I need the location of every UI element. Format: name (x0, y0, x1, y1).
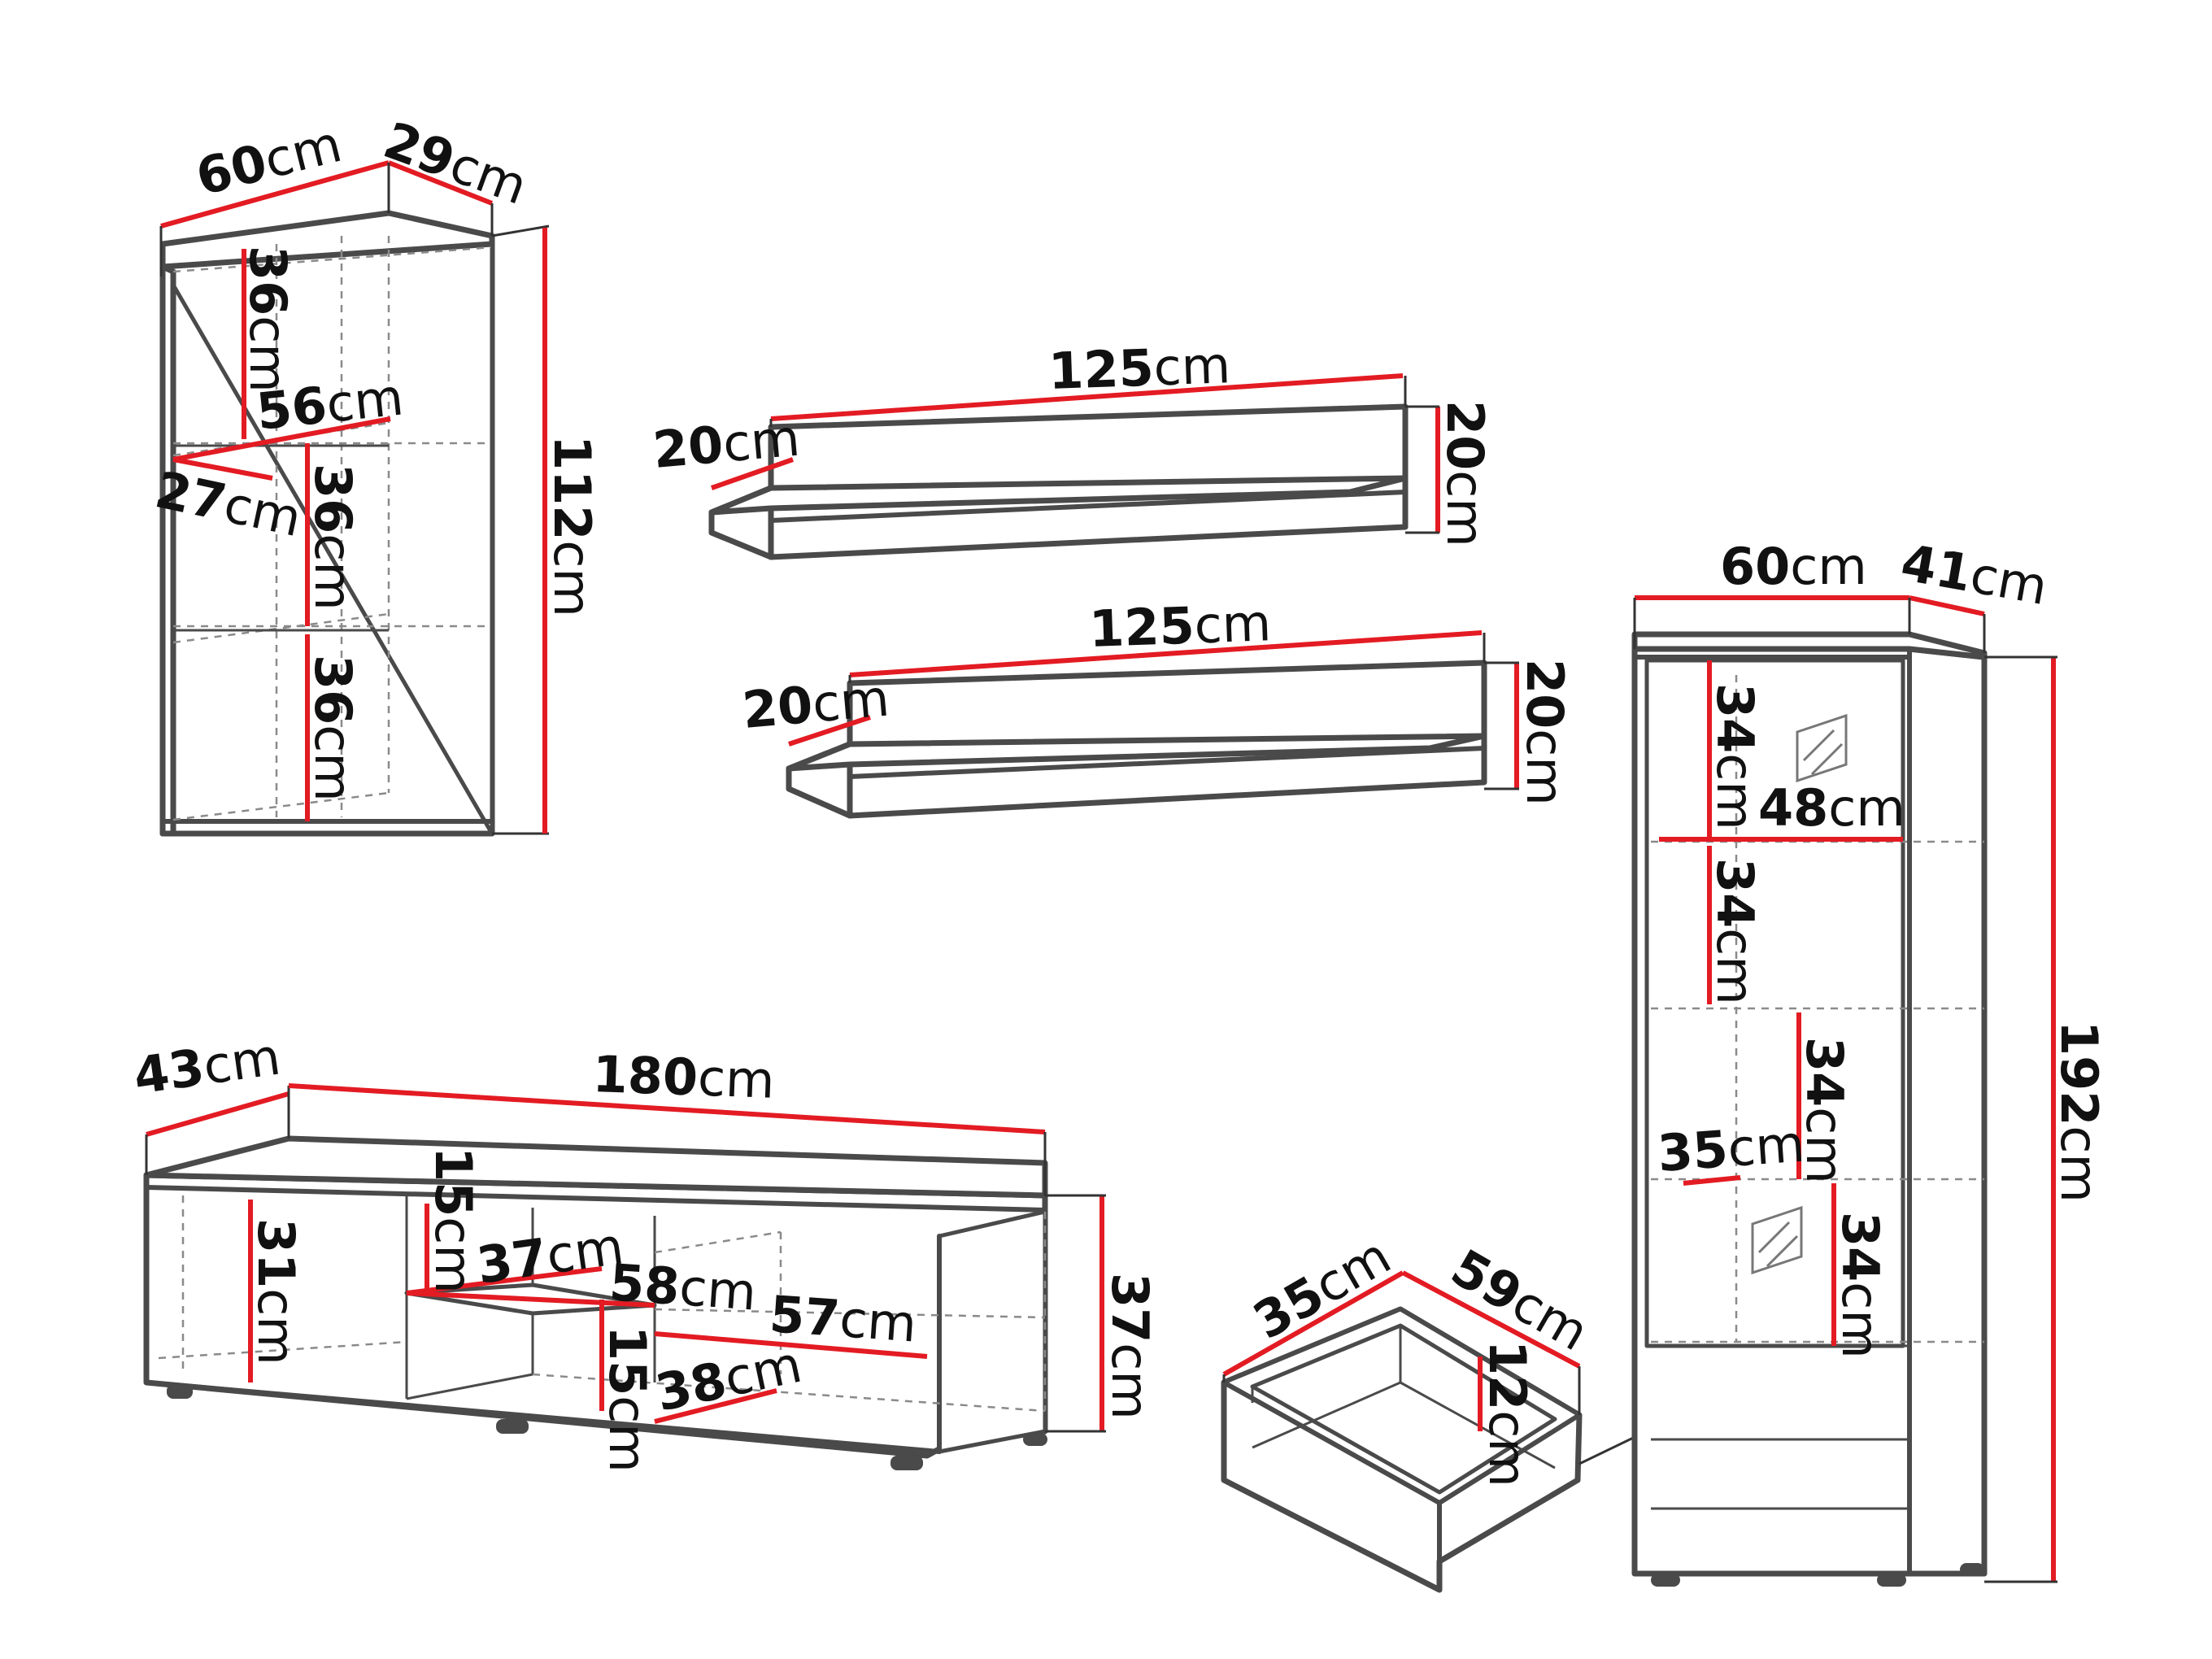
tv-stand-side-compartment-height-label: 31cm (246, 1218, 306, 1365)
wall-cabinet: 60cm 29cm 112cm 36cm 56cm 27cm 36cm 36cm (150, 110, 602, 837)
tv-stand-upper-niche-height-label: 15cm (424, 1147, 483, 1294)
tv-stand-depth-label: 43cm (130, 1026, 284, 1105)
tall-cabinet-compartment-4-label: 34cm (1831, 1212, 1890, 1359)
shelf-upper-length-label: 125cm (1047, 335, 1231, 401)
tv-stand: 43cm 180cm 37cm 31cm 15cm 37cm 58cm 57cm… (130, 1026, 1160, 1472)
tv-stand-niche-width-label: 58cm (607, 1252, 758, 1322)
tv-stand-lower-niche-depth-label: 38cm (651, 1335, 807, 1423)
shelf-lower-height-label: 20cm (1515, 659, 1574, 806)
drawer-height-label: 12cm (1478, 1340, 1537, 1487)
tv-stand-niche-depth-label: 37cm (473, 1216, 627, 1295)
wall-cabinet-compartment-2-label: 36cm (303, 464, 363, 611)
tall-cabinet-shelf-width-label: 48cm (1758, 778, 1905, 838)
wall-cabinet-depth-label: 29cm (377, 110, 535, 216)
tall-cabinet-shelf-depth-label: 35cm (1656, 1114, 1806, 1183)
shelf-lower-length-label: 125cm (1088, 593, 1272, 659)
wall-shelf-lower: 125cm 20cm 20cm (740, 593, 1574, 819)
tv-stand-side-compartment-width-label: 57cm (768, 1284, 918, 1353)
wall-cabinet-compartment-3-label: 36cm (303, 655, 363, 802)
wall-cabinet-compartment-1-label: 36cm (238, 246, 298, 393)
wall-cabinet-shelf-width-label: 56cm (254, 367, 406, 441)
shelf-upper-height-label: 20cm (1435, 400, 1495, 547)
tv-stand-lower-niche-height-label: 15cm (598, 1326, 657, 1473)
wall-shelf-upper: 125cm 20cm 20cm (651, 335, 1495, 560)
tall-cabinet-depth-label: 41cm (1896, 533, 2052, 616)
tall-cabinet: 60cm 41cm 192cm 34cm 48cm 34cm 34cm 35cm… (1631, 533, 2109, 1587)
tv-stand-width-label: 180cm (591, 1044, 775, 1110)
tall-cabinet-compartment-2-label: 34cm (1705, 858, 1765, 1005)
shelf-upper-depth-label: 20cm (651, 407, 802, 479)
shelf-lower-depth-label: 20cm (740, 668, 891, 739)
wall-cabinet-height-label: 112cm (542, 435, 602, 617)
tall-cabinet-compartment-3-label: 34cm (1795, 1037, 1854, 1184)
tall-cabinet-compartment-1-label: 34cm (1705, 683, 1765, 830)
tall-cabinet-height-label: 192cm (2049, 1021, 2109, 1203)
tv-stand-height-label: 37cm (1100, 1273, 1160, 1420)
drawer: 35cm 59cm 12cm (1221, 1226, 1766, 1593)
tall-cabinet-width-label: 60cm (1720, 537, 1867, 596)
wall-cabinet-width-label: 60cm (190, 114, 347, 207)
